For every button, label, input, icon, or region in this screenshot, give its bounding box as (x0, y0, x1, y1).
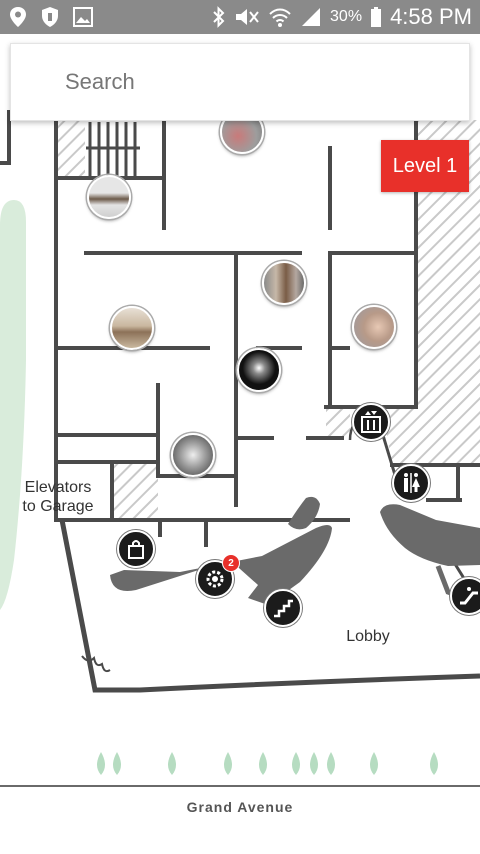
entrance-door (81, 655, 111, 673)
tree-icon (292, 752, 300, 775)
tree-icon (259, 752, 267, 775)
signal-icon (302, 8, 321, 26)
stair-block (86, 122, 140, 176)
location-icon (10, 7, 26, 27)
battery-percent: 30% (330, 8, 363, 25)
tree-icon (370, 752, 378, 775)
lobby-staircase (380, 504, 480, 566)
artwork-marker[interactable] (171, 433, 215, 477)
tree-icon (310, 752, 318, 775)
search-bar[interactable] (10, 43, 470, 121)
elevator-button[interactable] (352, 403, 390, 441)
hatched-area (114, 462, 158, 520)
hatched-area (57, 120, 85, 178)
tree-icon (168, 752, 176, 775)
escalator-button[interactable] (450, 577, 480, 615)
shield-icon (42, 7, 58, 27)
wifi-icon (269, 8, 291, 27)
stairs-button[interactable] (264, 589, 302, 627)
park-area (0, 200, 26, 610)
hatched-area (326, 408, 350, 438)
shop-icon (128, 540, 144, 559)
bluetooth-icon (213, 6, 225, 28)
tree-icon (327, 752, 335, 775)
lobby-label: Lobby (346, 628, 390, 645)
elevator-icon (361, 411, 381, 433)
tree-icons (97, 752, 438, 775)
shop-button[interactable] (117, 530, 155, 568)
restroom-icon (404, 473, 420, 493)
tree-icon (224, 752, 232, 775)
mute-icon (236, 9, 259, 25)
image-icon (73, 7, 93, 27)
stairs-icon (274, 599, 293, 618)
artwork-marker[interactable] (352, 305, 396, 349)
level-label: Level 1 (392, 154, 458, 177)
restroom-button[interactable] (392, 464, 430, 502)
lobby-staircase (288, 496, 320, 530)
tree-icon (97, 752, 105, 775)
artwork-marker[interactable] (262, 261, 306, 305)
street-label: Grand Avenue (186, 799, 294, 815)
notification-badge: 2 (222, 554, 240, 572)
artwork-marker[interactable] (110, 306, 154, 350)
tree-icon (430, 752, 438, 775)
artwork-marker[interactable] (237, 348, 281, 392)
battery-icon (371, 7, 382, 27)
artwork-marker[interactable] (87, 175, 131, 219)
lobby-staircase (110, 525, 332, 605)
search-input[interactable] (11, 44, 469, 120)
escalator-icon (460, 587, 478, 605)
clock-time: 4:58 PM (390, 4, 472, 29)
status-bar: 30% 4:58 PM (0, 0, 480, 34)
elevators-to-garage-label: Elevators to Garage (22, 479, 94, 515)
settings-gear-icon (206, 570, 224, 588)
level-selector-button[interactable]: Level 1 (381, 140, 469, 192)
tree-icon (113, 752, 121, 775)
hatched-area (382, 120, 480, 465)
